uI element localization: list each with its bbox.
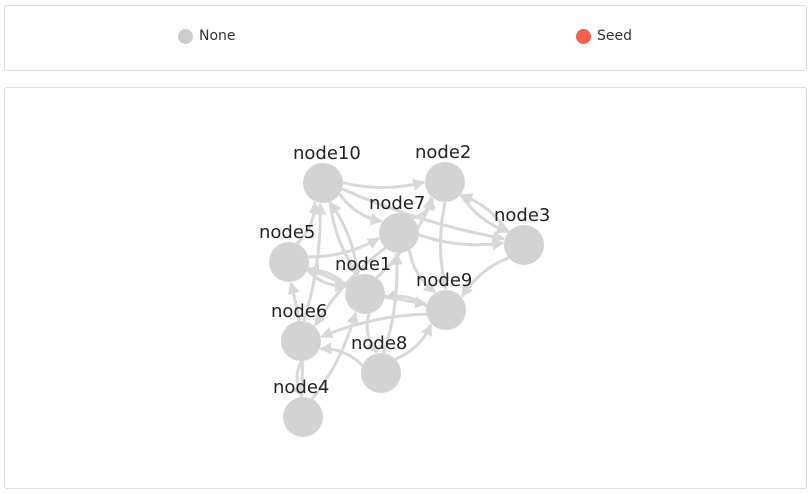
node-node1[interactable] xyxy=(345,274,385,314)
edge-node3-node9 xyxy=(460,256,510,298)
edge-node1-node5 xyxy=(307,263,348,288)
node-node8[interactable] xyxy=(361,353,401,393)
node-label-node10: node10 xyxy=(293,143,361,164)
node-node7[interactable] xyxy=(379,213,419,253)
edge-node1-node8 xyxy=(365,313,379,354)
node-label-node3: node3 xyxy=(494,205,550,226)
node-node2[interactable] xyxy=(425,162,465,202)
legend-none-swatch xyxy=(178,28,193,44)
edge-node2-node9 xyxy=(437,201,450,291)
edge-node7-node6 xyxy=(313,246,387,327)
node-node4[interactable] xyxy=(283,397,323,437)
network-graph[interactable]: node10 node2 node7 node3 node5 node1 node9 node… xyxy=(5,88,808,490)
edge-node5-node7 xyxy=(308,237,380,259)
edge-node10-node2 xyxy=(342,179,426,191)
legend-seed-label: Seed xyxy=(597,28,632,44)
node-label-node8: node8 xyxy=(351,333,407,354)
node-node3[interactable] xyxy=(504,225,544,265)
node-node5[interactable] xyxy=(269,242,309,282)
edge-node9-node1 xyxy=(384,289,428,308)
edge-node9-node6 xyxy=(320,312,427,338)
edge-node6-node10 xyxy=(302,202,327,322)
edge-node3-node2 xyxy=(460,193,510,234)
edge-layer xyxy=(287,179,510,401)
node-label-node7: node7 xyxy=(369,193,425,214)
edge-node4-node1 xyxy=(310,311,359,401)
edge-node7-node9 xyxy=(407,249,437,294)
node-label-node9: node9 xyxy=(416,270,472,291)
edge-node1-node10 xyxy=(329,201,360,276)
edge-node8-node7 xyxy=(382,252,404,354)
edge-node10-node7 xyxy=(338,193,383,226)
node-label-node6: node6 xyxy=(271,301,327,322)
legend-seed-swatch xyxy=(576,28,591,44)
edge-node8-node9 xyxy=(394,323,433,361)
legend-none-label: None xyxy=(199,28,236,44)
node-label-node2: node2 xyxy=(415,142,471,163)
node-node9[interactable] xyxy=(426,290,466,330)
node-label-node1: node1 xyxy=(335,254,391,275)
node-layer: node10 node2 node7 node3 node5 node1 node9 node… xyxy=(259,142,550,437)
legend-item-none[interactable]: None xyxy=(178,28,236,44)
node-label-node5: node5 xyxy=(259,222,315,243)
node-label-node4: node4 xyxy=(273,377,329,398)
node-node6[interactable] xyxy=(281,321,321,361)
legend-panel: None Seed xyxy=(4,5,807,71)
legend-item-seed[interactable]: Seed xyxy=(576,28,632,44)
node-node10[interactable] xyxy=(303,163,343,203)
edge-node7-node3 xyxy=(418,233,505,251)
graph-panel: node10 node2 node7 node3 node5 node1 node9 node… xyxy=(4,87,807,489)
edge-node8-node6 xyxy=(319,342,364,367)
